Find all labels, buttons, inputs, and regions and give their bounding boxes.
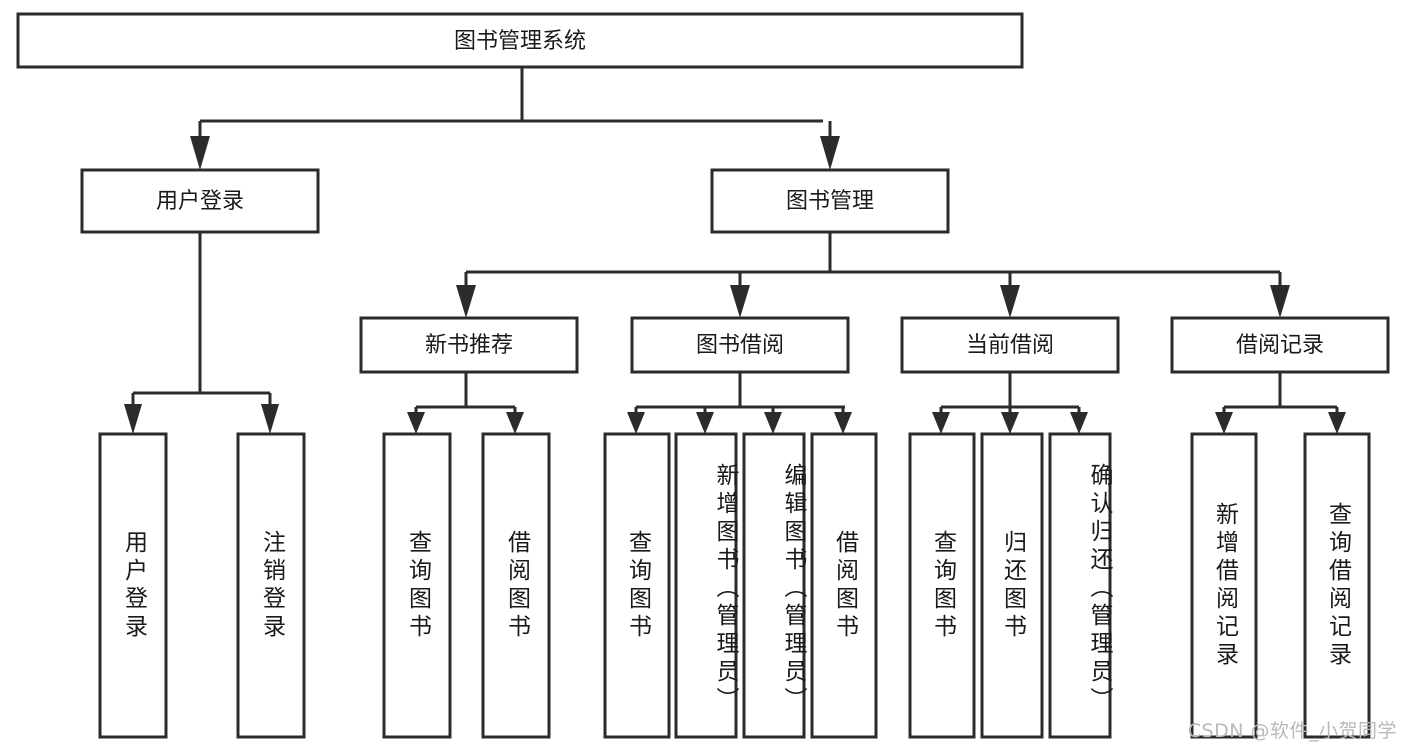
arrowhead-bb-child-3 xyxy=(834,412,852,434)
arrowhead-nb-child-0 xyxy=(407,412,425,434)
leaf-box-book-borrow-0[interactable] xyxy=(603,432,671,739)
node-book-borrow-label: 图书借阅 xyxy=(696,333,784,358)
node-current-borrow-label: 当前借阅 xyxy=(966,333,1054,358)
arrowhead-cb-child-1 xyxy=(1001,412,1019,434)
node-root[interactable] xyxy=(16,12,1024,69)
connector-group-current-borrow xyxy=(932,372,1088,434)
connector-group-new-book xyxy=(407,372,524,434)
node-user-login-label: 用户登录 xyxy=(156,189,244,214)
arrowhead-bm-child-1 xyxy=(730,285,750,318)
arrowhead-book-manage xyxy=(820,136,840,170)
arrowhead-user-login xyxy=(190,136,210,170)
node-borrow-record[interactable] xyxy=(1170,316,1390,374)
arrowhead-nb-child-1 xyxy=(506,412,524,434)
node-book-borrow[interactable] xyxy=(630,316,850,374)
connector-group-root xyxy=(190,67,840,170)
connector-group-book-borrow xyxy=(627,372,852,434)
leaf-box-book-borrow-1[interactable] xyxy=(674,432,738,739)
node-current-borrow[interactable] xyxy=(900,316,1120,374)
arrowhead-br-child-1 xyxy=(1328,412,1346,434)
connector-group-user-login xyxy=(124,232,279,434)
node-new-book[interactable] xyxy=(359,316,579,374)
leaf-box-borrow-record-1[interactable] xyxy=(1303,432,1371,739)
node-book-borrow-box[interactable] xyxy=(630,316,850,374)
leaf-box-new-book-0[interactable] xyxy=(382,432,452,739)
leaf-box-current-borrow-2[interactable] xyxy=(1048,432,1112,739)
leaf-box-borrow-record-0[interactable] xyxy=(1190,432,1258,739)
node-borrow-record-box[interactable] xyxy=(1170,316,1390,374)
leaf-box-book-borrow-2[interactable] xyxy=(742,432,806,739)
arrowhead-cb-child-0 xyxy=(932,412,950,434)
node-root-label: 图书管理系统 xyxy=(454,29,586,54)
node-book-manage-box[interactable] xyxy=(710,168,950,234)
arrowhead-ul-child-1 xyxy=(261,404,279,434)
leaf-box-user-login-0[interactable] xyxy=(98,432,168,739)
arrowhead-bm-child-0 xyxy=(456,285,476,318)
node-new-book-label: 新书推荐 xyxy=(425,333,513,358)
node-book-manage[interactable] xyxy=(710,168,950,234)
leaf-box-current-borrow-1[interactable] xyxy=(980,432,1044,739)
arrowhead-bb-child-2 xyxy=(764,412,782,434)
node-borrow-record-label: 借阅记录 xyxy=(1236,333,1324,358)
connector-group-borrow-record xyxy=(1215,372,1346,434)
arrowhead-bb-child-1 xyxy=(696,412,714,434)
arrowhead-cb-child-2 xyxy=(1070,412,1088,434)
arrowhead-bm-child-3 xyxy=(1270,285,1290,318)
arrowhead-bb-child-0 xyxy=(627,412,645,434)
leaf-box-new-book-1[interactable] xyxy=(481,432,551,739)
csdn-watermark: CSDN @软件_小贺同学 xyxy=(1187,720,1397,742)
node-book-manage-label: 图书管理 xyxy=(786,189,874,214)
leaf-box-book-borrow-3[interactable] xyxy=(810,432,878,739)
node-new-book-box[interactable] xyxy=(359,316,579,374)
node-current-borrow-box[interactable] xyxy=(900,316,1120,374)
leaf-box-user-login-1[interactable] xyxy=(236,432,306,739)
connector-group-book-manage xyxy=(456,232,1290,318)
arrowhead-br-child-0 xyxy=(1215,412,1233,434)
leaf-box-current-borrow-0[interactable] xyxy=(908,432,976,739)
arrowhead-bm-child-2 xyxy=(1000,285,1020,318)
arrowhead-ul-child-0 xyxy=(124,404,142,434)
node-root-box[interactable] xyxy=(16,12,1024,69)
